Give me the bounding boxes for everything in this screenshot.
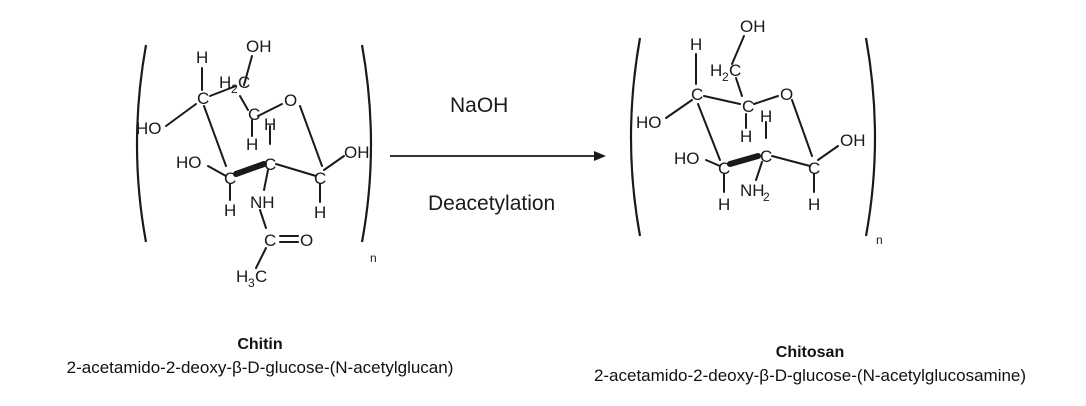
chitin-bond-c5-o [257, 103, 283, 117]
chitin-bond-c2-c1 [275, 163, 317, 177]
chitin-description: 2-acetamido-2-deoxy-β-D-glucose-(N-acety… [66, 358, 454, 377]
chitosan-atom-oh-top: OH [740, 17, 766, 36]
chitosan-atom-ho-left: HO [636, 113, 662, 132]
chitin-name: Chitin [237, 336, 283, 353]
chitosan-atom-c2: C [760, 147, 772, 166]
reaction-scheme: n OH H H 2 C C HO O C H H HO C [135, 17, 883, 290]
chitin-atom-h2c-sub: 2 [231, 82, 238, 96]
chitin-atom-c-carbonyl: C [264, 231, 276, 250]
chitin-atom-ho-mid: HO [176, 153, 202, 172]
chitosan-bond-c2-c1 [771, 155, 811, 167]
chitosan-atom-c1: C [808, 159, 820, 178]
chitosan-bond-c-c5 [703, 95, 741, 105]
chitin-atom-c4: C [197, 89, 209, 108]
chitin-atom-o-carbonyl: O [300, 231, 313, 250]
chitosan-bond-c5-o [753, 95, 779, 105]
chitin-atom-c3: C [224, 169, 236, 188]
chitin-bond-c4-c3 [203, 105, 227, 167]
chitin-atom-h3c-c: C [255, 267, 267, 286]
reaction-arrow-group: NaOH Deacetylation [390, 94, 606, 215]
chitosan-atom-h-top: H [690, 35, 702, 54]
chitin-atom-ho-left: HO [136, 119, 162, 138]
chitin-bond-c1-oh [323, 155, 345, 171]
chitin-bond-ho-c3 [207, 165, 227, 177]
chitin-atom-c2: C [264, 155, 276, 174]
chitin-atom-h3c-sub: 3 [248, 276, 255, 290]
chitin-caption: Chitin 2-acetamido-2-deoxy-β-D-glucose-(… [20, 336, 500, 378]
chitin-atom-c1: C [314, 169, 326, 188]
chitosan-bond-c4-c3 [697, 103, 721, 161]
chitin-bond-nh-c [259, 209, 267, 229]
chitosan-atom-h-bottom2: H [808, 195, 820, 214]
chitin-right-bracket [360, 44, 373, 243]
chitosan-bond-c1-oh [817, 145, 839, 161]
chitosan-bond-ho-c4 [665, 99, 693, 119]
chitin-bond-c-ch3 [255, 247, 267, 269]
chitosan-atom-h-mid1: H [740, 127, 752, 146]
chitin-atom-h-top: H [196, 48, 208, 67]
chitin-atom-oh-top: OH [246, 37, 272, 56]
chitin-left-bracket [135, 44, 148, 243]
chitin-atom-h-mid2: H [264, 115, 276, 134]
chitosan-atom-h2c-sub: 2 [722, 70, 729, 84]
chitin-bond-o-c1 [299, 105, 323, 167]
chitin-atom-h3c: H [236, 267, 248, 286]
chitin-structure: n OH H H 2 C C HO O C H H HO C [135, 37, 377, 290]
chitosan-bond-c2-nh2 [755, 161, 763, 181]
chitosan-atom-c3: C [718, 159, 730, 178]
chitosan-atom-oh-right: OH [840, 131, 866, 150]
reaction-arrow-head [594, 151, 606, 161]
chitin-atom-h2c: H [219, 73, 231, 92]
chitosan-atom-nh2-sub: 2 [763, 190, 770, 204]
chitin-atom-h-mid1: H [246, 135, 258, 154]
chitosan-bond-o-c1 [791, 99, 813, 157]
chitin-atom-h-bottom1: H [224, 201, 236, 220]
chitin-bond-c3-c2-wedge [233, 161, 267, 177]
chitin-bond-ch2-oh [243, 55, 253, 86]
chitosan-atom-c-ch2: C [729, 61, 741, 80]
chitin-atom-h-bottom2: H [314, 203, 326, 222]
chitosan-description: 2-acetamido-2-deoxy-β-D-glucose-(N-acety… [593, 366, 1027, 385]
chitin-bond-c-ch2 [209, 85, 237, 97]
chitosan-atom-c5: C [742, 97, 754, 116]
chitosan-bond-ho-c3 [705, 159, 721, 167]
chitosan-atom-o-ring: O [780, 85, 793, 104]
chitosan-atom-h-mid2: H [760, 107, 772, 126]
chitin-bond-ch2-c5 [239, 95, 249, 111]
chitin-atom-c-ch2: C [238, 73, 250, 92]
chitosan-atom-ho-mid: HO [674, 149, 700, 168]
chitosan-left-bracket [629, 37, 642, 237]
chitosan-caption: Chitosan 2-acetamido-2-deoxy-β-D-glucose… [560, 344, 1060, 386]
chitin-atom-nh: NH [250, 193, 275, 212]
process-label: Deacetylation [428, 192, 555, 215]
chitin-repeat-subscript: n [370, 251, 377, 265]
chitosan-structure: n OH H H 2 C C HO O C H H HO C C C OH [629, 17, 883, 247]
chitin-atom-oh-right: OH [344, 143, 370, 162]
chitin-bond-c2-nh [263, 169, 269, 191]
chitosan-atom-h2c: H [710, 61, 722, 80]
chitosan-atom-c4: C [691, 85, 703, 104]
reagent-label: NaOH [450, 94, 508, 117]
chitosan-bond-c3-c2-wedge [727, 153, 761, 167]
chitosan-name: Chitosan [775, 344, 845, 361]
chitosan-bond-ch2-oh [731, 35, 745, 65]
chitin-atom-o-ring: O [284, 91, 297, 110]
chitin-atom-c5: C [248, 105, 260, 124]
chitosan-atom-nh2: NH [740, 181, 765, 200]
chitosan-right-bracket [864, 37, 877, 237]
chitin-bond-ho-c4 [165, 103, 197, 127]
chitosan-bond-ch2-c5 [735, 77, 743, 97]
chitosan-atom-h-bottom1: H [718, 195, 730, 214]
chitosan-repeat-subscript: n [876, 233, 883, 247]
